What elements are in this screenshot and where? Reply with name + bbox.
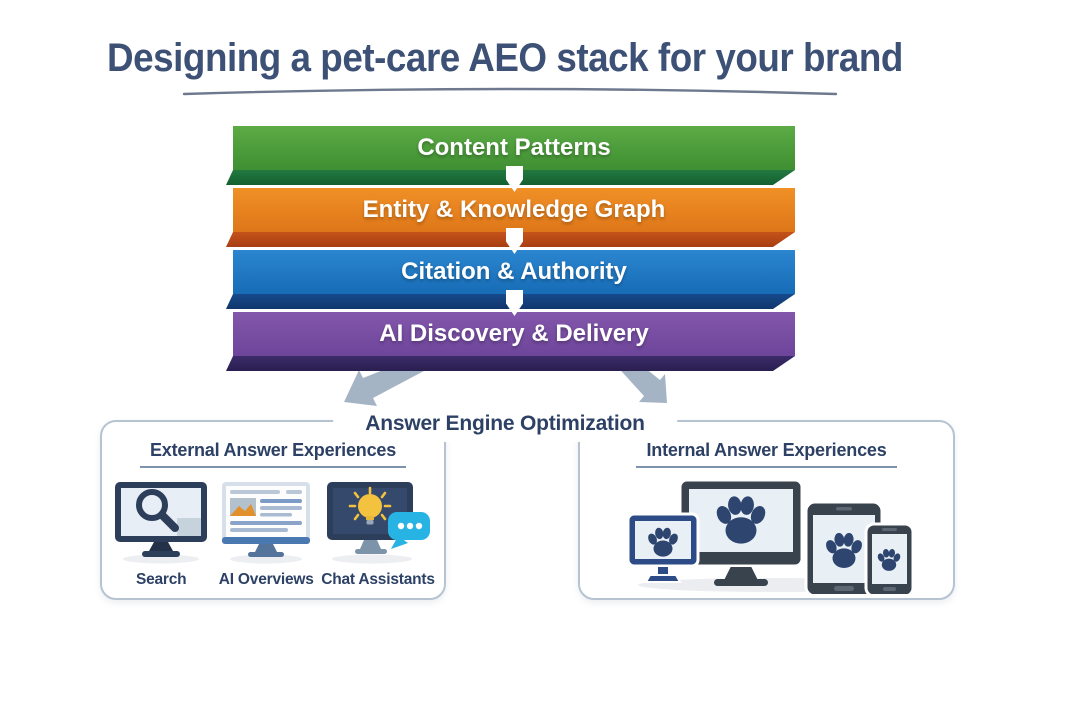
search-item: Search [111, 480, 211, 589]
ribbon-fold [226, 356, 795, 371]
search-label: Search [135, 571, 187, 588]
ai-overviews-monitor-icon [222, 482, 311, 564]
title-underline [182, 87, 838, 96]
desktop-monitor-paw [678, 478, 804, 586]
external-answer-panel: External Answer Experiences Search [100, 420, 446, 600]
aeo-label: Answer Engine Optimization [333, 410, 677, 442]
chat-assistants-item: Chat Assistants [321, 480, 435, 589]
chat-assistants-label: Chat Assistants [321, 571, 435, 588]
down-arrow-icon [506, 166, 523, 192]
devices-paw-icons [626, 478, 915, 598]
internal-answer-panel: Internal Answer Experiences [578, 420, 955, 600]
internal-devices [618, 466, 918, 599]
search-monitor-icon [115, 482, 208, 564]
internal-heading-text: Internal Answer Experiences [636, 440, 897, 468]
internal-heading: Internal Answer Experiences [580, 440, 953, 468]
stack-bar-ai-discovery-delivery: AI Discovery & Delivery [233, 312, 795, 372]
ai-overviews-label: AI Overviews [218, 571, 314, 588]
external-heading-text: External Answer Experiences [139, 440, 407, 468]
ai-overviews-item: AI Overviews [217, 480, 315, 589]
stack-bar-label: Citation & Authority [233, 250, 795, 294]
external-heading: External Answer Experiences [102, 440, 444, 468]
smartphone-paw [864, 522, 915, 598]
external-icons-row: Search [102, 480, 444, 589]
compact-monitor-paw [626, 512, 700, 583]
aeo-stack: Content Patterns Entity & Knowledge Grap… [233, 126, 795, 376]
down-arrow-icon [506, 228, 523, 254]
stack-bar-label: Entity & Knowledge Graph [233, 188, 795, 232]
chat-assistants-monitor-icon [326, 482, 430, 564]
stack-bar-label: Content Patterns [233, 126, 795, 170]
down-arrow-icon [506, 290, 523, 316]
stack-bar-label: AI Discovery & Delivery [233, 312, 795, 356]
page-title: Designing a pet-care AEO stack for your … [107, 36, 903, 80]
